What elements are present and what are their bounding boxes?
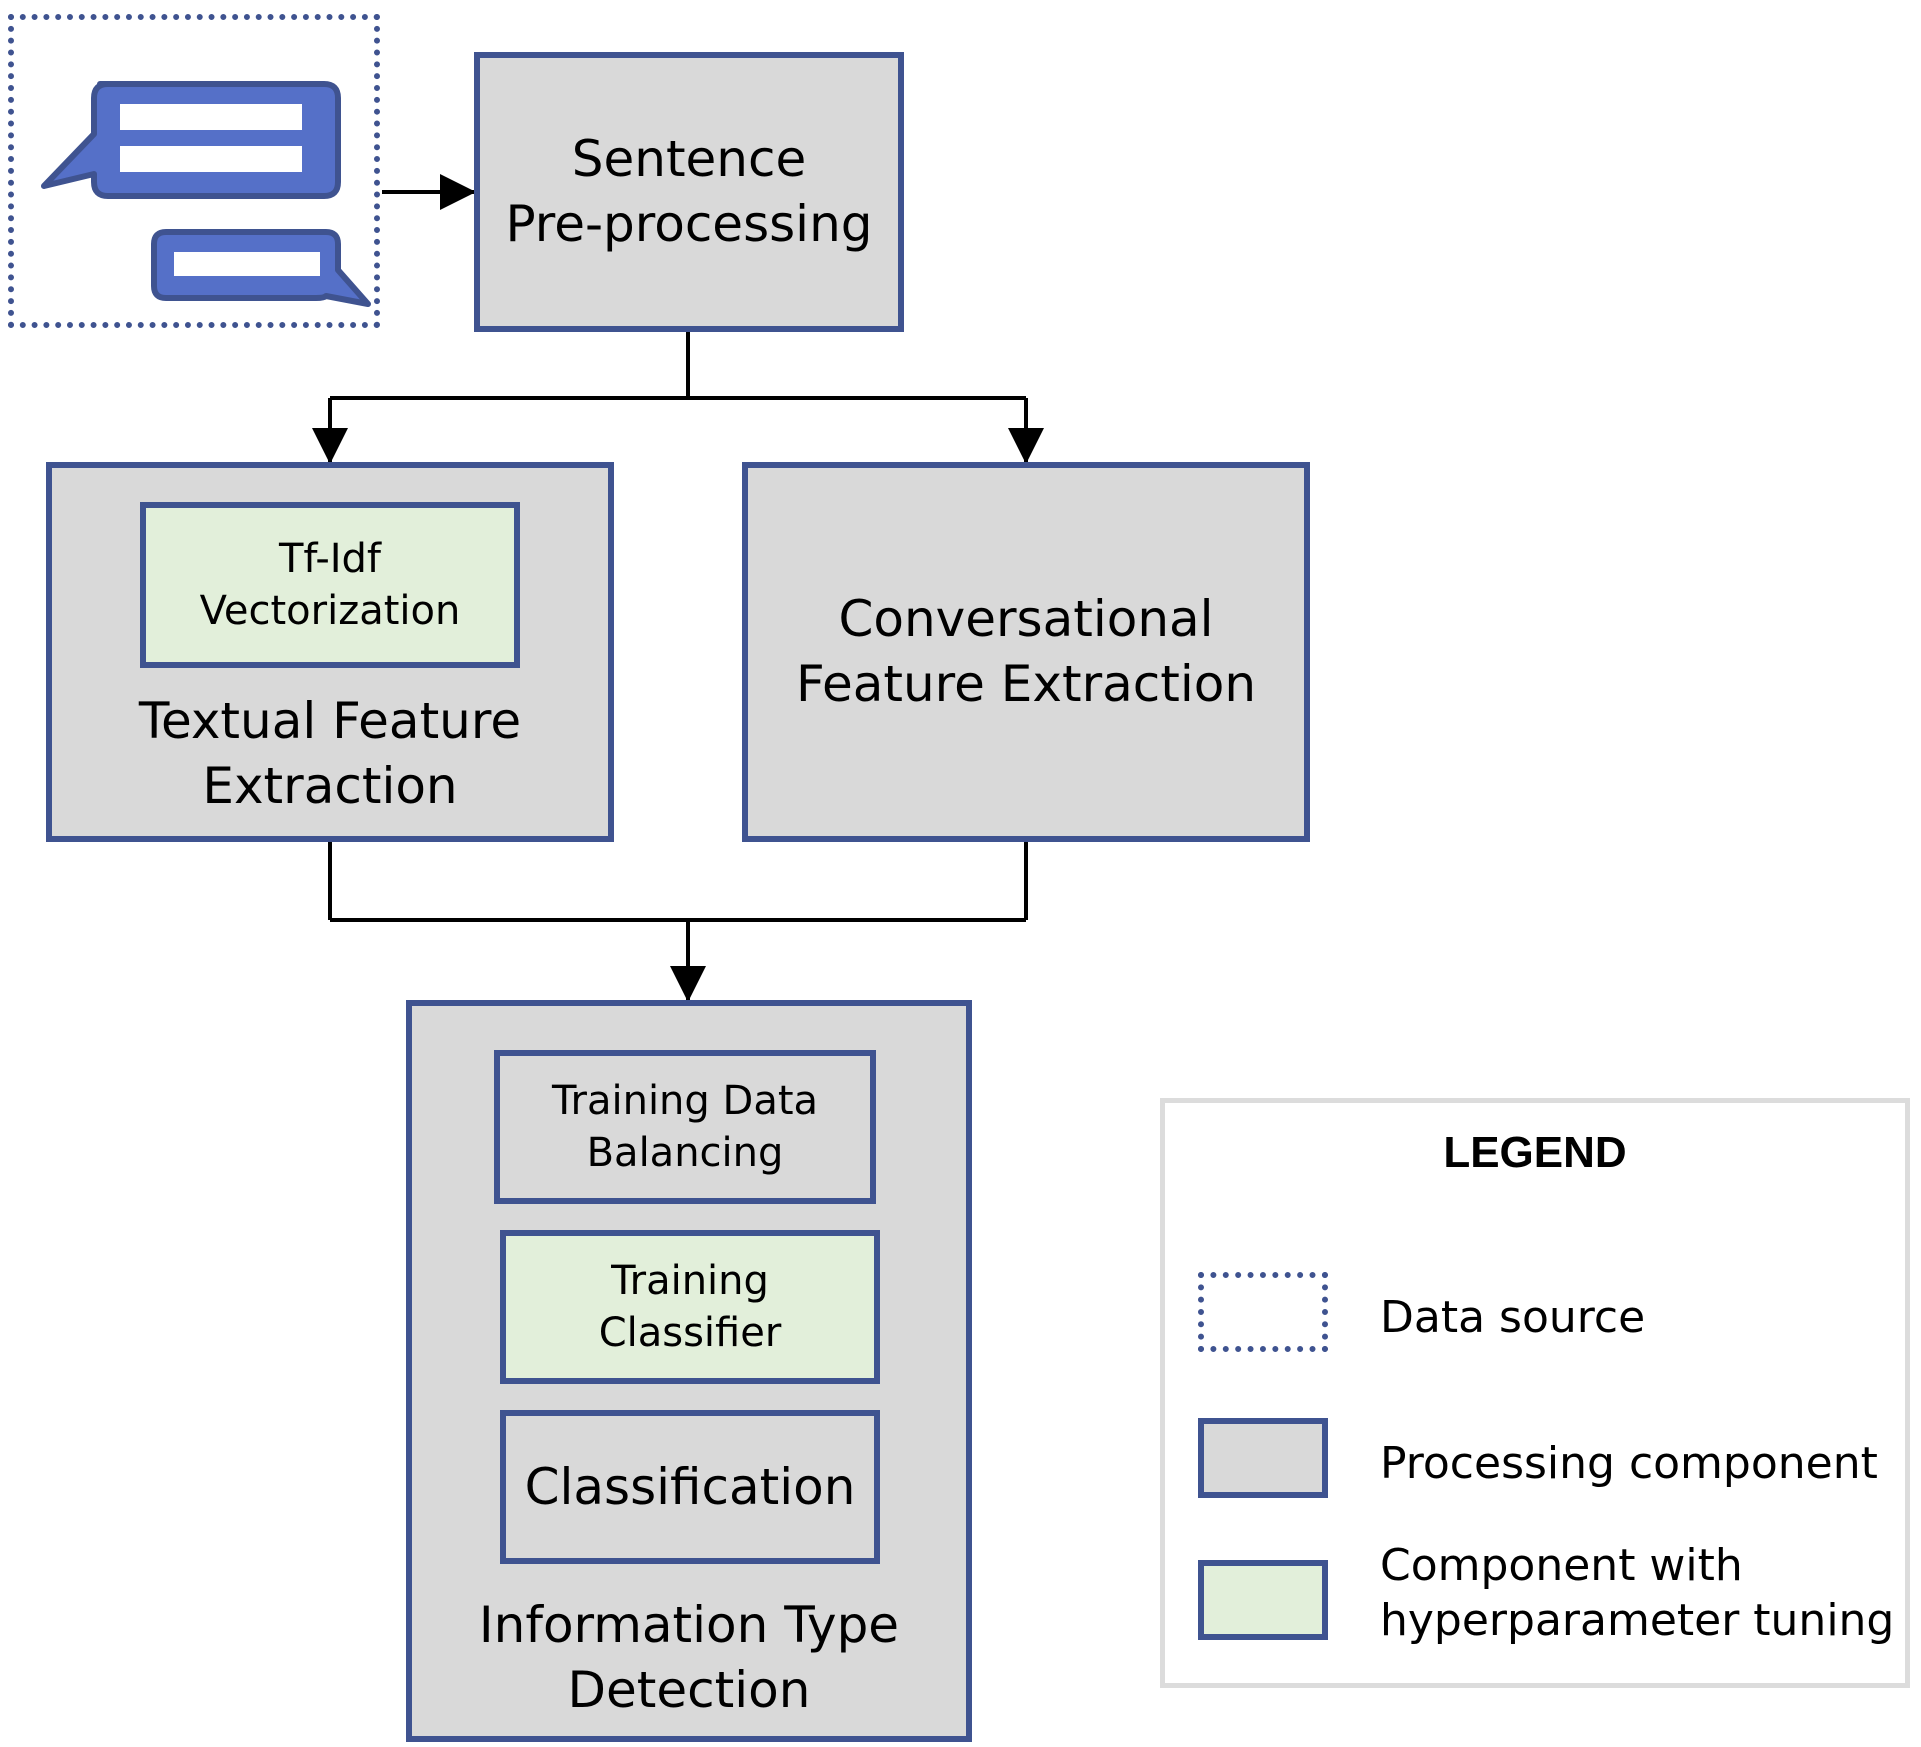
- balancing-label-line2: Balancing: [586, 1130, 784, 1176]
- preprocessing-node: Sentence Pre-processing: [474, 52, 904, 332]
- training-label-line1: Training: [611, 1258, 769, 1304]
- detection-caption: Information Type Detection: [406, 1578, 972, 1738]
- legend-label-processing: Processing component: [1380, 1438, 1878, 1489]
- classification-label: Classification: [524, 1457, 856, 1516]
- conversational-feature-node: Conversational Feature Extraction: [742, 462, 1310, 842]
- conversational-label-line2: Feature Extraction: [795, 655, 1257, 713]
- legend-swatch-data-source: [1198, 1272, 1328, 1352]
- textual-feature-label-line2: Extraction: [202, 757, 458, 815]
- preprocessing-label-line2: Pre-processing: [505, 195, 873, 253]
- balancing-node: Training Data Balancing: [494, 1050, 876, 1204]
- legend-title: LEGEND: [1443, 1128, 1627, 1177]
- legend-swatch-tuning: [1198, 1560, 1328, 1640]
- legend-label-tuning: Component with hyperparameter tuning: [1380, 1538, 1894, 1648]
- legend: [1160, 1098, 1910, 1688]
- legend-label-data-source: Data source: [1380, 1292, 1646, 1343]
- conversational-label-line1: Conversational: [838, 590, 1214, 648]
- legend-label-tuning-line1: Component with: [1380, 1540, 1743, 1591]
- detection-label-line1: Information Type: [478, 1596, 900, 1654]
- detection-label-line2: Detection: [567, 1661, 811, 1719]
- textual-feature-caption: Textual Feature Extraction: [46, 676, 614, 832]
- training-label-line2: Classifier: [598, 1310, 782, 1356]
- classification-node: Classification: [500, 1410, 880, 1564]
- tfidf-node: Tf-Idf Vectorization: [140, 502, 520, 668]
- legend-label-tuning-line2: hyperparameter tuning: [1380, 1595, 1895, 1646]
- balancing-label-line1: Training Data: [551, 1078, 819, 1124]
- training-classifier-node: Training Classifier: [500, 1230, 880, 1384]
- legend-swatch-processing: [1198, 1418, 1328, 1498]
- tfidf-label-line2: Vectorization: [199, 588, 461, 634]
- preprocessing-label-line1: Sentence: [571, 130, 807, 188]
- chat-bubbles-icon: [41, 81, 371, 307]
- textual-feature-label-line1: Textual Feature: [138, 692, 522, 750]
- tfidf-label-line1: Tf-Idf: [278, 536, 382, 582]
- data-source-node: [8, 14, 380, 328]
